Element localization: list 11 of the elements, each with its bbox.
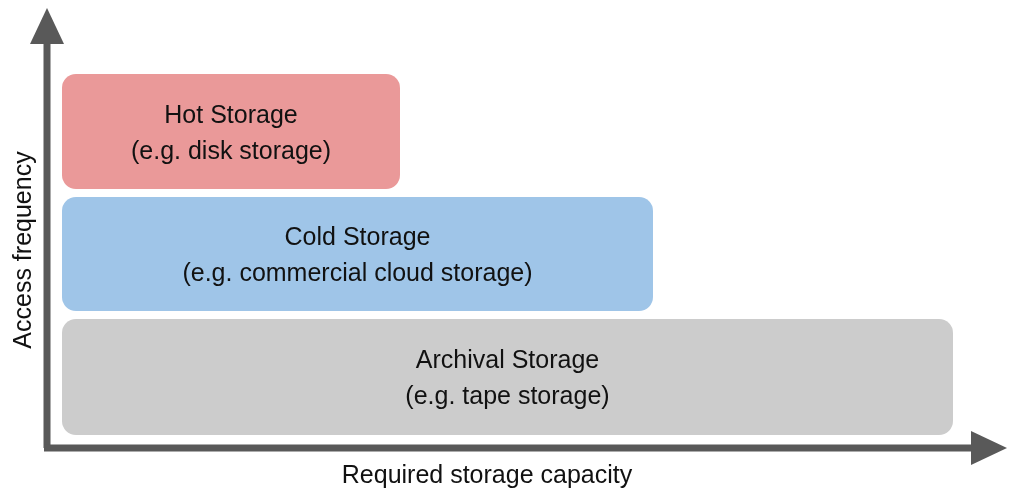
tier-example: (e.g. tape storage)	[405, 380, 610, 411]
x-axis-label: Required storage capacity	[341, 459, 633, 489]
storage-tier-box	[62, 197, 653, 311]
tier-title: Hot Storage	[164, 98, 298, 130]
storage-tier-box	[62, 319, 953, 435]
y-axis-label: Access frequency	[7, 151, 37, 349]
tier-title: Archival Storage	[415, 344, 600, 375]
tier-example: (e.g. disk storage)	[130, 134, 332, 166]
storage-tier-box	[62, 74, 400, 189]
tier-example: (e.g. commercial cloud storage)	[182, 257, 533, 288]
tier-title: Cold Storage	[284, 221, 431, 252]
